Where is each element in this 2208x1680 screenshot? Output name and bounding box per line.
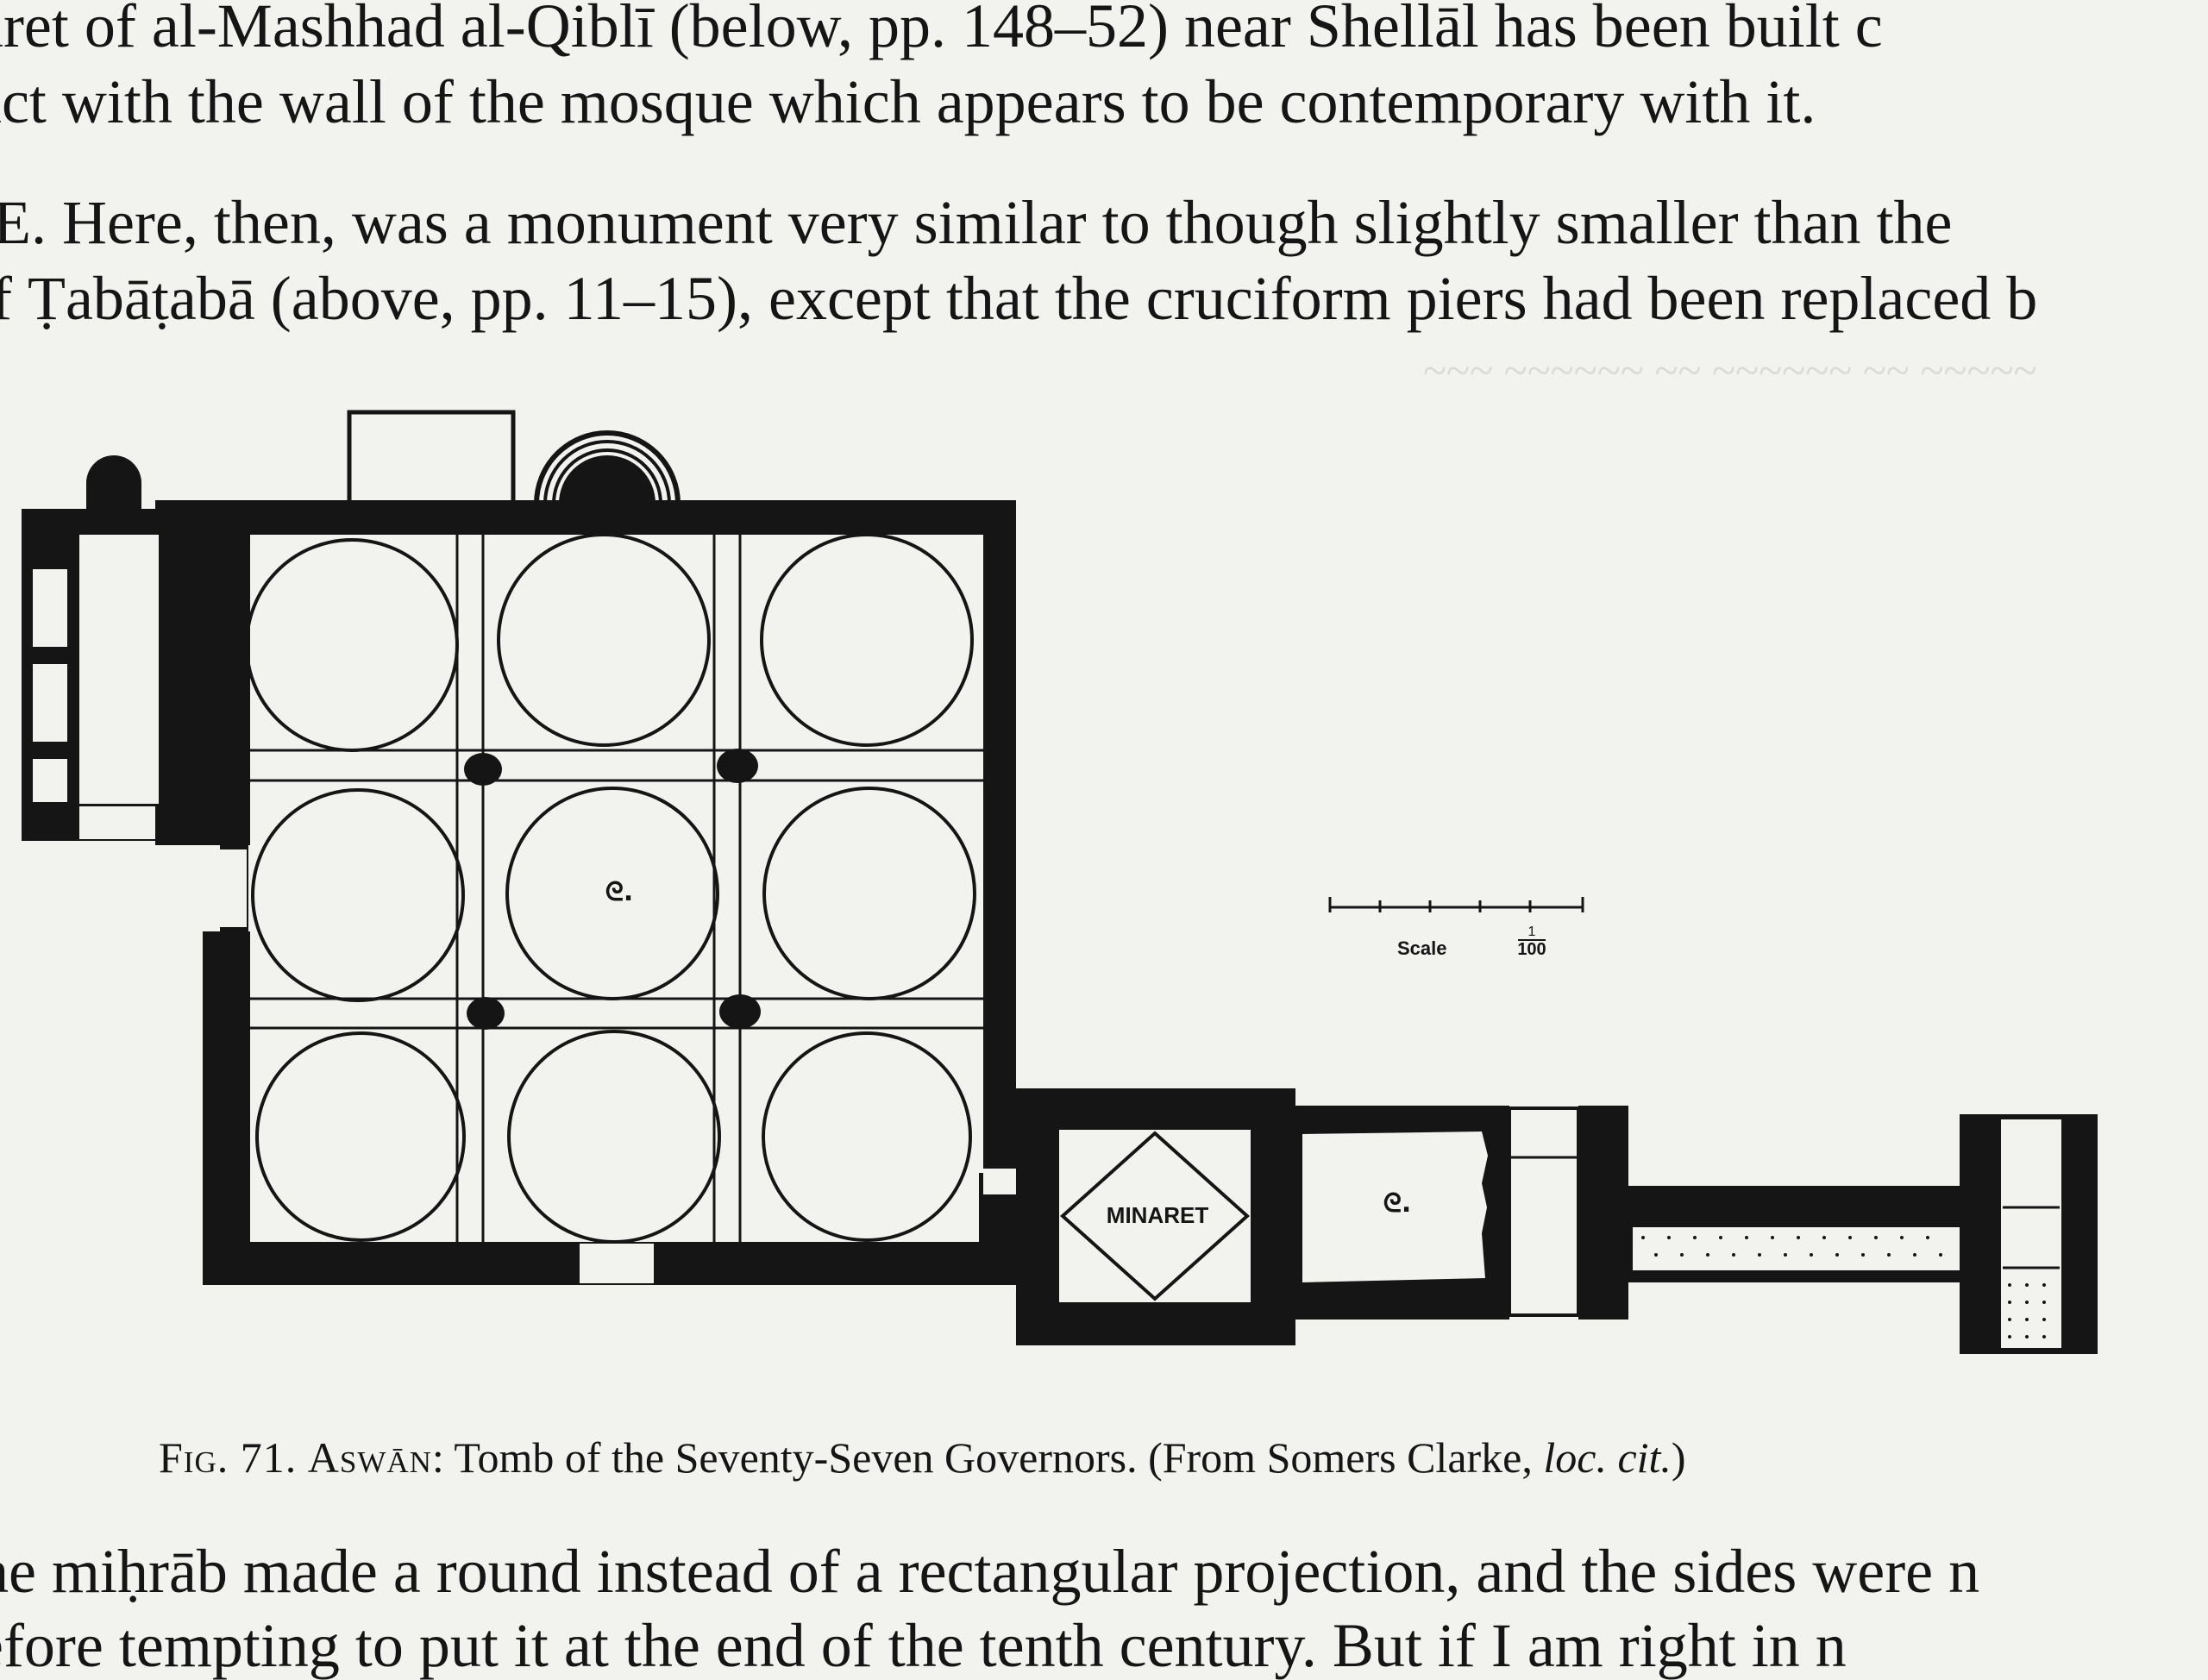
figure-caption: Fig. 71. Aswān: Tomb of the Seventy-Seve… [159,1433,1686,1482]
text-line-6: efore tempting to put it at the end of t… [0,1611,1847,1680]
mihrab-apse [534,430,681,505]
dome-5 [505,787,719,1000]
corridor-dots [1641,1236,1942,1257]
text-line-2: act with the wall of the mosque which ap… [0,67,1816,136]
fig-number: Fig. 71. [159,1433,298,1482]
dome-6 [762,787,976,1000]
scale-bar [1328,897,1584,912]
text-line-3: E. Here, then, was a monument very simil… [0,188,1953,257]
dome-9 [762,1031,972,1242]
pier-3 [467,997,505,1030]
text-line-5: he miḥrāb made a round instead of a rect… [0,1537,1980,1606]
caption-text: : Tomb of the Seventy-Seven Governors. (… [431,1433,1533,1482]
text-line-4: f Ṭabāṭabā (above, pp. 11–15), except th… [0,264,2038,333]
pier-2 [717,749,758,783]
dome-7 [255,1031,466,1242]
dome-8 [507,1030,721,1244]
center-mark: ᘓ. [605,877,634,907]
scale-denominator: 100 [1517,940,1546,959]
pier-1 [464,753,502,786]
minaret-label: MINARET [1107,1202,1209,1228]
domes [245,533,976,1244]
caption-place: Aswān [307,1433,432,1482]
scale-label: Scale [1397,937,1447,959]
scale-numerator: 1 [1528,925,1536,939]
dome-4 [251,788,465,1002]
text-line-1: aret of al-Mashhad al-Qiblī (below, pp. … [0,0,1883,60]
dome-3 [760,533,974,747]
bleed-through: ~~~ ~~~~~~ ~~ ~~~~~~ ~~ ~~~~~ [1423,346,2037,394]
caption-ref: loc. cit. [1543,1433,1672,1482]
dome-2 [497,533,711,747]
dome-1 [245,538,459,752]
top-annex [347,410,516,508]
pier-4 [719,994,761,1029]
side-room-mark: ᘓ. [1383,1188,1412,1219]
